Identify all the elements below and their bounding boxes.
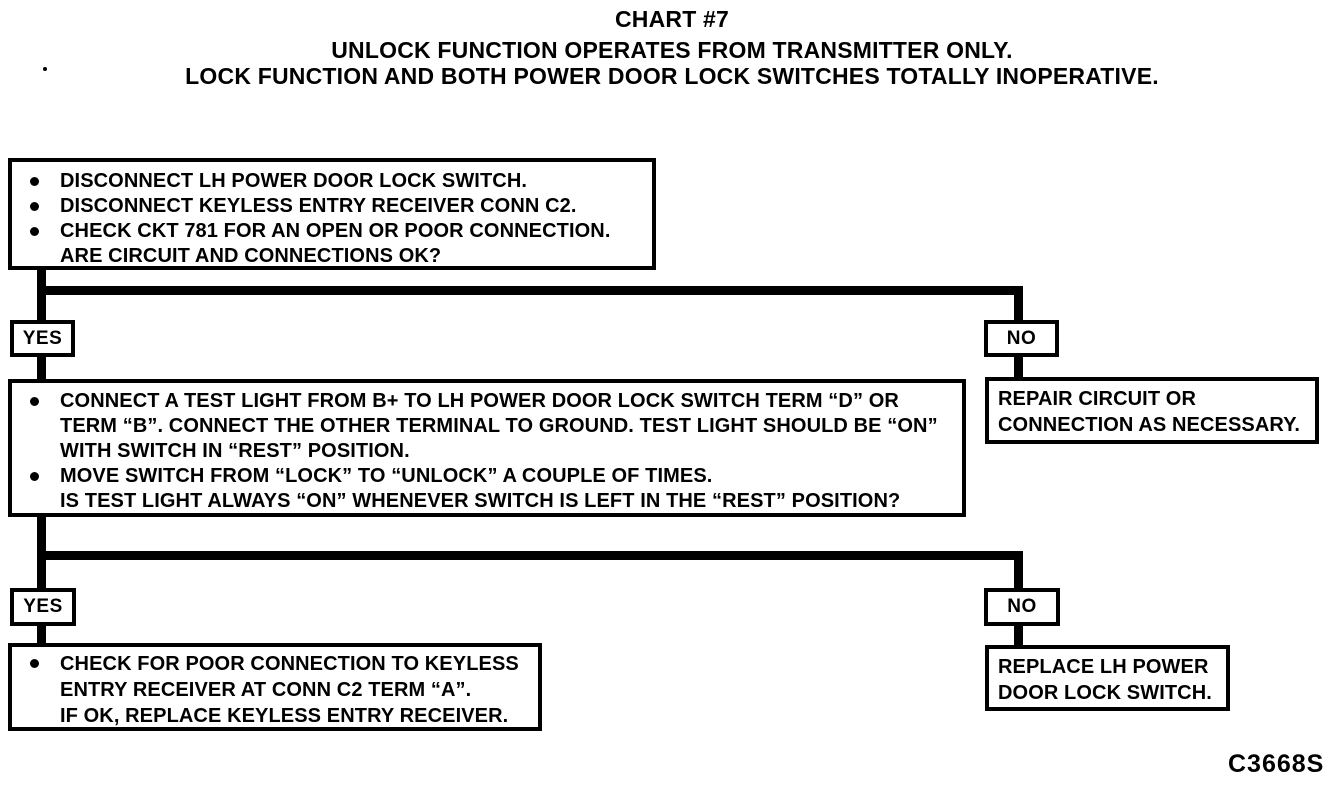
bullet-dot bbox=[12, 194, 60, 219]
repair-action-line2: CONNECTION AS NECESSARY. bbox=[998, 414, 1301, 436]
chart-subtitle-line1: UNLOCK FUNCTION OPERATES FROM TRANSMITTE… bbox=[331, 37, 1013, 63]
step1-line: DISCONNECT KEYLESS ENTRY RECEIVER CONN C… bbox=[12, 194, 652, 219]
step2-line: IS TEST LIGHT ALWAYS “ON” WHENEVER SWITC… bbox=[12, 489, 962, 514]
connector-branch1-to-no1 bbox=[1014, 286, 1023, 322]
bullet-dot bbox=[12, 389, 60, 414]
step2-line-text: CONNECT A TEST LIGHT FROM B+ TO LH POWER… bbox=[60, 390, 899, 412]
repair-action-line1: REPAIR CIRCUIT OR bbox=[998, 388, 1196, 410]
step3-line-text: ENTRY RECEIVER AT CONN C2 TERM “A”. bbox=[60, 679, 472, 701]
no1-label: NO bbox=[1006, 327, 1037, 349]
connector-no2-to-replace bbox=[1014, 622, 1023, 646]
yes2-label-box: YES bbox=[10, 588, 76, 626]
replace-switch-action-box: REPLACE LH POWER DOOR LOCK SWITCH. bbox=[985, 645, 1230, 711]
no2-label: NO bbox=[1007, 596, 1037, 617]
step1-line-text: CHECK CKT 781 FOR AN OPEN OR POOR CONNEC… bbox=[60, 220, 611, 242]
figure-code: C3668S bbox=[1228, 750, 1325, 778]
step1-line-text: DISCONNECT LH POWER DOOR LOCK SWITCH. bbox=[60, 170, 528, 192]
step2-line-text: TERM “B”. CONNECT THE OTHER TERMINAL TO … bbox=[60, 415, 938, 437]
step2-decision-box: CONNECT A TEST LIGHT FROM B+ TO LH POWER… bbox=[8, 379, 966, 517]
replace-action-line2: DOOR LOCK SWITCH. bbox=[998, 682, 1212, 704]
step3-line: CHECK FOR POOR CONNECTION TO KEYLESS bbox=[12, 651, 538, 677]
chart-title: CHART #7 bbox=[614, 6, 730, 32]
step3-line: ENTRY RECEIVER AT CONN C2 TERM “A”. bbox=[12, 677, 538, 703]
bullet-dot bbox=[12, 219, 60, 244]
bullet-dot bbox=[12, 169, 60, 194]
connector-yes1-to-step2 bbox=[37, 354, 46, 380]
connector-step1-to-yes1 bbox=[37, 270, 46, 322]
step1-decision-box: DISCONNECT LH POWER DOOR LOCK SWITCH. DI… bbox=[8, 158, 656, 270]
step3-line: IF OK, REPLACE KEYLESS ENTRY RECEIVER. bbox=[12, 703, 538, 729]
step2-line-text: WITH SWITCH IN “REST” POSITION. bbox=[60, 440, 410, 462]
step2-line-text: MOVE SWITCH FROM “LOCK” TO “UNLOCK” A CO… bbox=[60, 465, 713, 487]
connector-yes2-to-step3 bbox=[37, 622, 46, 645]
step3-action-box: CHECK FOR POOR CONNECTION TO KEYLESS ENT… bbox=[8, 643, 542, 731]
step2-line: CONNECT A TEST LIGHT FROM B+ TO LH POWER… bbox=[12, 389, 962, 414]
connector-branch2-to-no2 bbox=[1014, 551, 1023, 588]
yes2-label: YES bbox=[23, 596, 63, 617]
yes1-label-box: YES bbox=[10, 320, 75, 357]
no1-label-box: NO bbox=[984, 320, 1059, 357]
connector-no1-to-repair bbox=[1014, 354, 1023, 379]
step3-line-text: CHECK FOR POOR CONNECTION TO KEYLESS bbox=[60, 653, 519, 675]
replace-action-line1: REPLACE LH POWER bbox=[998, 656, 1209, 678]
step1-line-text: DISCONNECT KEYLESS ENTRY RECEIVER CONN C… bbox=[60, 195, 577, 217]
chart-subtitle-line2: LOCK FUNCTION AND BOTH POWER DOOR LOCK S… bbox=[185, 63, 1159, 89]
step2-line: WITH SWITCH IN “REST” POSITION. bbox=[12, 439, 962, 464]
bullet-dot bbox=[12, 651, 60, 676]
scan-speck-artifact bbox=[43, 67, 47, 71]
connector-branch1-horizontal bbox=[37, 286, 1023, 295]
bullet-dot bbox=[12, 464, 60, 489]
step2-line-text: IS TEST LIGHT ALWAYS “ON” WHENEVER SWITC… bbox=[60, 490, 901, 512]
step2-line: MOVE SWITCH FROM “LOCK” TO “UNLOCK” A CO… bbox=[12, 464, 962, 489]
repair-circuit-action-box: REPAIR CIRCUIT OR CONNECTION AS NECESSAR… bbox=[985, 377, 1319, 444]
step1-line-text: ARE CIRCUIT AND CONNECTIONS OK? bbox=[60, 245, 442, 267]
step1-line: ARE CIRCUIT AND CONNECTIONS OK? bbox=[12, 244, 652, 269]
step1-line: DISCONNECT LH POWER DOOR LOCK SWITCH. bbox=[12, 169, 652, 194]
connector-branch2-horizontal bbox=[37, 551, 1023, 560]
no2-label-box: NO bbox=[984, 588, 1060, 626]
yes1-label: YES bbox=[22, 327, 63, 349]
step2-line: TERM “B”. CONNECT THE OTHER TERMINAL TO … bbox=[12, 414, 962, 439]
step1-line: CHECK CKT 781 FOR AN OPEN OR POOR CONNEC… bbox=[12, 219, 652, 244]
step3-line-text: IF OK, REPLACE KEYLESS ENTRY RECEIVER. bbox=[60, 705, 509, 727]
